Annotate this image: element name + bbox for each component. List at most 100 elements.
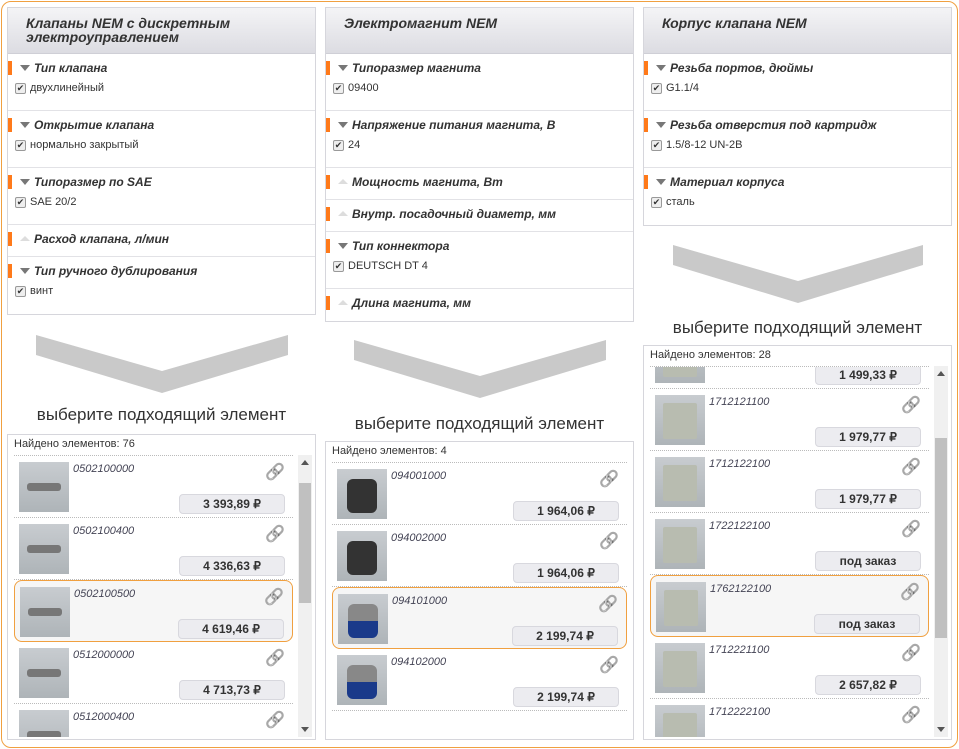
checkbox-checked[interactable]: ✔ bbox=[15, 82, 26, 94]
link-icon[interactable]: 🔗 bbox=[901, 521, 921, 538]
collapse-arrow-icon[interactable] bbox=[338, 243, 348, 249]
collapse-arrow-icon[interactable] bbox=[20, 122, 30, 128]
checkbox-checked[interactable]: ✔ bbox=[15, 196, 26, 208]
product-item[interactable]: 0502100500 🔗 4 619,46 ₽ bbox=[14, 580, 293, 642]
product-image[interactable] bbox=[337, 469, 387, 519]
filter-option[interactable]: ✔1.5/8-12 UN-2B bbox=[644, 139, 951, 151]
product-code[interactable]: 1722122100 bbox=[709, 520, 771, 532]
product-item[interactable]: 094001000 🔗 1 964,06 ₽ bbox=[332, 463, 627, 525]
link-icon[interactable]: 🔗 bbox=[599, 657, 619, 674]
checkbox-checked[interactable]: ✔ bbox=[651, 196, 662, 208]
link-icon[interactable]: 🔗 bbox=[265, 526, 285, 543]
filter-option[interactable]: ✔винт bbox=[8, 285, 315, 297]
product-image[interactable] bbox=[656, 582, 706, 632]
product-code[interactable]: 094002000 bbox=[391, 532, 447, 544]
expand-arrow-icon[interactable] bbox=[338, 179, 348, 184]
link-icon[interactable]: 🔗 bbox=[265, 712, 285, 729]
scroll-down-icon[interactable] bbox=[301, 727, 309, 732]
filter-title[interactable]: Открытие клапана bbox=[34, 118, 155, 132]
collapse-arrow-icon[interactable] bbox=[20, 268, 30, 274]
price-button[interactable]: под заказ bbox=[814, 614, 920, 634]
link-icon[interactable]: 🔗 bbox=[901, 397, 921, 414]
price-button[interactable]: 1 964,06 ₽ bbox=[513, 501, 619, 521]
link-icon[interactable]: 🔗 bbox=[264, 589, 284, 606]
product-code[interactable]: 1712221100 bbox=[709, 644, 770, 656]
product-code[interactable]: 1712222100 bbox=[709, 706, 771, 718]
product-code[interactable]: 0512000000 bbox=[73, 649, 135, 661]
product-item[interactable]: 1722122100 🔗 под заказ bbox=[650, 513, 929, 575]
price-button[interactable]: 1 979,77 ₽ bbox=[815, 489, 921, 509]
filter-title[interactable]: Напряжение питания магнита, В bbox=[352, 118, 556, 132]
checkbox-checked[interactable]: ✔ bbox=[15, 139, 26, 151]
filter-title[interactable]: Длина магнита, мм bbox=[352, 296, 472, 310]
product-image[interactable] bbox=[20, 587, 70, 637]
product-image[interactable] bbox=[337, 531, 387, 581]
link-icon[interactable]: 🔗 bbox=[265, 650, 285, 667]
collapse-arrow-icon[interactable] bbox=[20, 179, 30, 185]
product-code[interactable]: 1712121100 bbox=[709, 396, 770, 408]
product-item[interactable]: 094101000🔗2 199,74 ₽ bbox=[332, 587, 627, 649]
collapse-arrow-icon[interactable] bbox=[20, 65, 30, 71]
price-button[interactable]: 2 199,74 ₽ bbox=[512, 626, 618, 646]
product-code[interactable]: 1762122100 bbox=[710, 583, 772, 595]
filter-title[interactable]: Тип клапана bbox=[34, 61, 108, 75]
product-image[interactable] bbox=[337, 655, 387, 705]
product-item[interactable]: 1712221100 🔗 2 657,82 ₽ bbox=[650, 637, 929, 699]
product-code[interactable]: 0502100500 bbox=[74, 588, 136, 600]
scroll-up-icon[interactable] bbox=[301, 460, 309, 465]
price-button[interactable]: 1 964,06 ₽ bbox=[513, 563, 619, 583]
checkbox-checked[interactable]: ✔ bbox=[651, 82, 662, 94]
filter-title[interactable]: Внутр. посадочный диаметр, мм bbox=[352, 207, 556, 221]
product-code[interactable]: 0502100400 bbox=[73, 525, 135, 537]
product-image[interactable] bbox=[19, 462, 69, 512]
checkbox-checked[interactable]: ✔ bbox=[651, 139, 662, 151]
checkbox-checked[interactable]: ✔ bbox=[333, 260, 344, 272]
price-button[interactable]: 2 657,82 ₽ bbox=[815, 675, 921, 695]
collapse-arrow-icon[interactable] bbox=[656, 179, 666, 185]
product-item[interactable]: 094102000🔗2 199,74 ₽ bbox=[332, 649, 627, 711]
price-button[interactable]: 4 713,73 ₽ bbox=[179, 680, 285, 700]
product-item[interactable]: 1762122100🔗под заказ bbox=[650, 575, 929, 637]
checkbox-checked[interactable]: ✔ bbox=[333, 82, 344, 94]
scrollbar-thumb[interactable] bbox=[935, 438, 947, 638]
product-image[interactable] bbox=[655, 643, 705, 693]
price-button[interactable]: 4 619,46 ₽ bbox=[178, 619, 284, 639]
filter-title[interactable]: Типоразмер по SAE bbox=[34, 175, 152, 189]
collapse-arrow-icon[interactable] bbox=[338, 122, 348, 128]
product-image[interactable] bbox=[655, 457, 705, 507]
price-button[interactable]: 3 393,89 ₽ bbox=[179, 494, 285, 514]
link-icon[interactable]: 🔗 bbox=[265, 464, 285, 481]
product-image[interactable] bbox=[655, 519, 705, 569]
scrollbar[interactable] bbox=[934, 366, 948, 737]
link-icon[interactable]: 🔗 bbox=[901, 645, 921, 662]
product-code[interactable]: 094102000 bbox=[391, 656, 447, 668]
price-button[interactable]: 1 499,33 ₽ bbox=[815, 367, 921, 385]
price-button[interactable]: под заказ bbox=[815, 551, 921, 571]
filter-title[interactable]: Расход клапана, л/мин bbox=[34, 232, 170, 246]
link-icon[interactable]: 🔗 bbox=[599, 471, 619, 488]
filter-title[interactable]: Типоразмер магнита bbox=[352, 61, 481, 75]
product-image[interactable] bbox=[655, 395, 705, 445]
scroll-down-icon[interactable] bbox=[937, 727, 945, 732]
filter-option[interactable]: ✔SAE 20/2 bbox=[8, 196, 315, 208]
checkbox-checked[interactable]: ✔ bbox=[15, 285, 26, 297]
collapse-arrow-icon[interactable] bbox=[656, 122, 666, 128]
product-code[interactable]: 094001000 bbox=[391, 470, 447, 482]
product-image[interactable] bbox=[19, 524, 69, 574]
filter-title[interactable]: Резьба отверстия под картридж bbox=[670, 118, 877, 132]
filter-title[interactable]: Тип коннектора bbox=[352, 239, 450, 253]
link-icon[interactable]: 🔗 bbox=[901, 707, 921, 724]
product-item[interactable]: 0512000400🔗 bbox=[14, 704, 293, 737]
product-item[interactable]: 1712122100🔗1 979,77 ₽ bbox=[650, 451, 929, 513]
product-item[interactable]: 1712121100🔗1 979,77 ₽ bbox=[650, 389, 929, 451]
filter-title[interactable]: Мощность магнита, Вт bbox=[352, 175, 503, 189]
filter-option[interactable]: ✔сталь bbox=[644, 196, 951, 208]
product-code[interactable]: 1712122100 bbox=[709, 458, 771, 470]
product-image[interactable] bbox=[338, 594, 388, 644]
product-code[interactable]: 094101000 bbox=[392, 595, 448, 607]
scroll-up-icon[interactable] bbox=[937, 371, 945, 376]
product-code[interactable]: 0502100000 bbox=[73, 463, 135, 475]
price-button[interactable]: 4 336,63 ₽ bbox=[179, 556, 285, 576]
product-item[interactable]: 0512000000 🔗 4 713,73 ₽ bbox=[14, 642, 293, 704]
product-image[interactable] bbox=[19, 648, 69, 698]
